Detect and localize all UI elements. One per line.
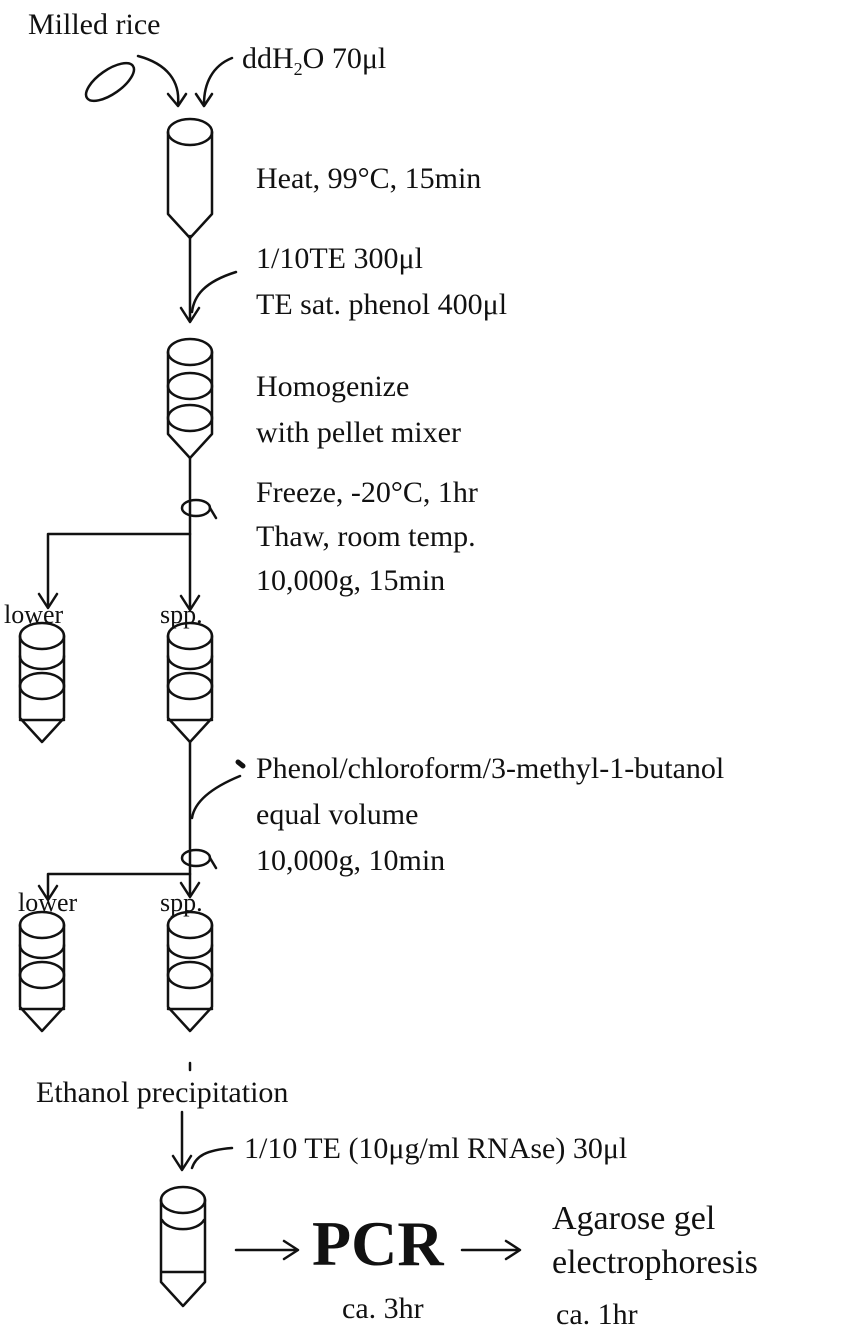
rnase-label: 1/10 TE (10μg/ml RNAse) 30μl [244,1134,627,1164]
tube-homogenized [168,339,212,458]
agarose-label-1: Agarose gel [552,1202,715,1236]
water-arrow [204,58,232,104]
milled-rice-label: Milled rice [28,10,160,40]
spin2-label: 10,000g, 10min [256,846,445,876]
heat-label: Heat, 99°C, 15min [256,164,481,194]
pcr-label: PCR [312,1212,444,1276]
spp-label-2: spp. [160,890,203,916]
pcia-label: Phenol/chloroform/3-methyl-1-butanol [256,754,724,784]
centrifuge-icon [182,500,210,516]
agarose-time-label: ca. 1hr [556,1300,638,1330]
tube-spp-1 [168,623,212,742]
tube-lower-1 [20,623,64,742]
reagent-branch-2 [192,776,240,818]
tube-dna [161,1187,205,1306]
tube-spp-2 [168,912,212,1031]
reagent-branch-1 [192,272,236,312]
homogenize-label: Homogenize [256,372,409,402]
equal-volume-label: equal volume [256,800,418,830]
drop-icon [238,762,243,766]
split-line-1 [48,534,190,606]
lower-label-2: lower [18,890,77,916]
lower-label-1: lower [4,602,63,628]
water-label: ddH2O 70μl [242,44,386,78]
freeze-label: Freeze, -20°C, 1hr [256,478,478,508]
rice-arrow [138,56,178,104]
thaw-label: Thaw, room temp. [256,522,476,552]
spp-label-1: spp. [160,602,203,628]
te-300-label: 1/10TE 300μl [256,244,423,274]
agarose-label-2: electrophoresis [552,1246,758,1280]
rice-grain-icon [80,56,140,108]
pellet-mixer-label: with pellet mixer [256,418,461,448]
ethanol-label: Ethanol precipitation [36,1078,288,1108]
tube-lower-2 [20,912,64,1031]
phenol-400-label: TE sat. phenol 400μl [256,290,507,320]
tube-sample [168,119,212,238]
reagent-branch-3 [192,1148,232,1168]
pcr-time-label: ca. 3hr [342,1294,424,1324]
centrifuge-icon-2 [182,850,210,866]
spin1-label: 10,000g, 15min [256,566,445,596]
